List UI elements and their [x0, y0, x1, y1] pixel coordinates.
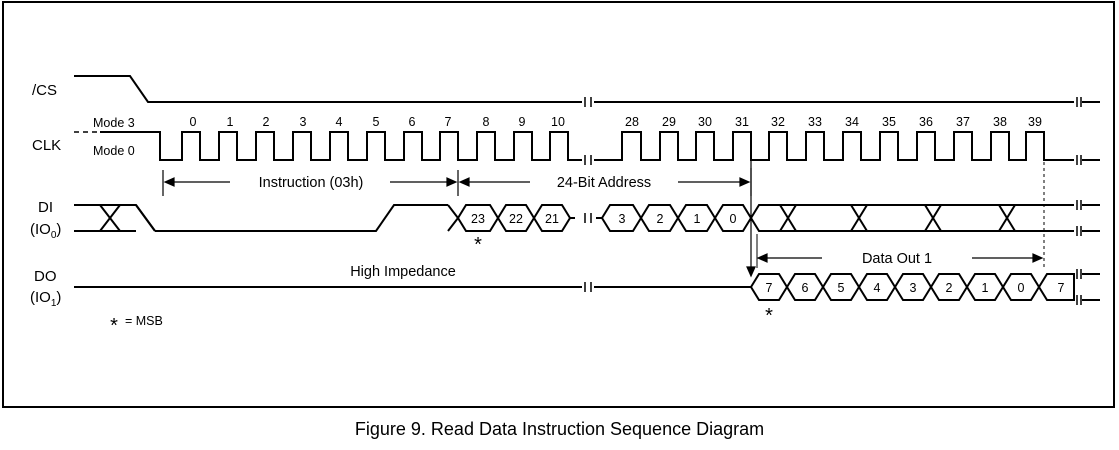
mode3-label: Mode 3	[93, 116, 135, 130]
clk-num: 2	[263, 115, 270, 129]
do-label: DO	[34, 268, 57, 285]
clk-num: 35	[882, 115, 896, 129]
clk-num: 34	[845, 115, 859, 129]
clk-num: 10	[551, 115, 565, 129]
clk-label: CLK	[32, 137, 61, 154]
di-bit: 21	[545, 212, 559, 226]
di-waveform	[74, 200, 1100, 236]
data-out-arrows	[756, 253, 1044, 263]
di-label: DI	[38, 199, 53, 216]
clk-num: 6	[409, 115, 416, 129]
clock-numbers: 0 1 2 3 4 5 6 7 8 9 10 28 29 30 31 32 33…	[190, 115, 1042, 129]
clk-num: 33	[808, 115, 822, 129]
di-bit: 2	[657, 212, 664, 226]
clk-num: 8	[483, 115, 490, 129]
clk-num: 32	[771, 115, 785, 129]
do-bits: 7 6 5 4 3 2 1 0 7	[766, 281, 1065, 295]
data-out-label: Data Out 1	[862, 251, 932, 267]
do-bit: 2	[946, 281, 953, 295]
timing-diagram: /CS CLK DI (IO0) DO (IO1) Mode 3 Mode 0 …	[30, 75, 1100, 337]
cs-waveform	[74, 75, 1100, 107]
do-bit: 0	[1018, 281, 1025, 295]
di-bit: 23	[471, 212, 485, 226]
clk-num: 37	[956, 115, 970, 129]
clk-num: 28	[625, 115, 639, 129]
do-alt-label: (IO1)	[30, 289, 61, 309]
clk-waveform	[74, 131, 1100, 165]
clk-num: 36	[919, 115, 933, 129]
do-bit: 4	[874, 281, 881, 295]
do-bit: 7	[1058, 281, 1065, 295]
instruction-label: Instruction (03h)	[259, 175, 364, 191]
do-bit: 3	[910, 281, 917, 295]
di-bit: 22	[509, 212, 523, 226]
di-bit: 3	[619, 212, 626, 226]
output-delay-arrow	[746, 160, 1045, 278]
mode0-label: Mode 0	[93, 144, 135, 158]
clk-num: 3	[300, 115, 307, 129]
clk-num: 5	[373, 115, 380, 129]
clk-num: 7	[445, 115, 452, 129]
clk-num: 0	[190, 115, 197, 129]
legend-text: = MSB	[125, 314, 163, 328]
do-bit: 5	[838, 281, 845, 295]
clk-num: 4	[336, 115, 343, 129]
span-arrows	[162, 168, 752, 196]
clk-num: 9	[519, 115, 526, 129]
address-label: 24-Bit Address	[557, 175, 651, 191]
legend-star: *	[110, 315, 118, 337]
di-bit: 0	[730, 212, 737, 226]
clk-num: 38	[993, 115, 1007, 129]
cs-label: /CS	[32, 82, 57, 99]
clk-num: 31	[735, 115, 749, 129]
high-impedance-label: High Impedance	[350, 264, 456, 280]
di-bit: 1	[694, 212, 701, 226]
do-msb-marker: *	[765, 305, 773, 327]
do-bit: 6	[802, 281, 809, 295]
clk-num: 39	[1028, 115, 1042, 129]
di-alt-label: (IO0)	[30, 221, 61, 241]
clk-num: 1	[227, 115, 234, 129]
di-msb-marker: *	[474, 234, 482, 256]
diagram-frame	[2, 1, 1115, 408]
do-bit: 1	[982, 281, 989, 295]
clk-num: 30	[698, 115, 712, 129]
do-waveform	[74, 269, 1100, 305]
figure-caption: Figure 9. Read Data Instruction Sequence…	[354, 419, 765, 439]
di-bits: 23 22 21 3 2 1 0	[471, 212, 736, 226]
clk-num: 29	[662, 115, 676, 129]
do-bit: 7	[766, 281, 773, 295]
